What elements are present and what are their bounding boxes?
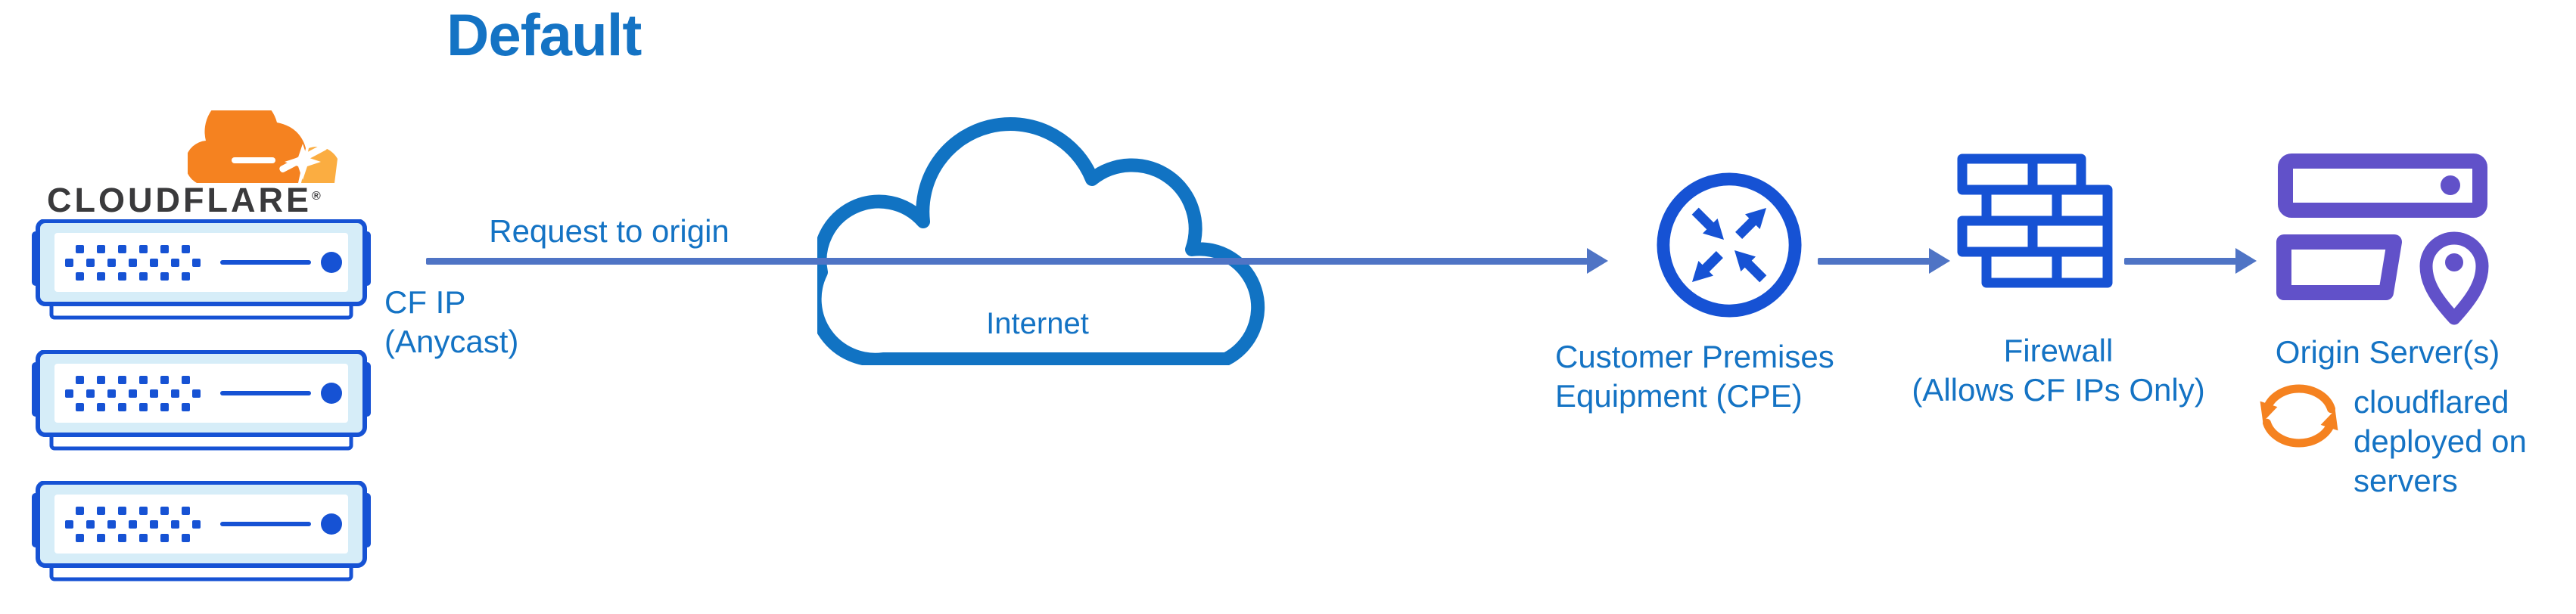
request-to-origin-label: Request to origin	[489, 213, 730, 249]
cloudflared-note-line2: deployed on	[2354, 423, 2527, 460]
firewall-label-line2: (Allows CF IPs Only)	[1912, 372, 2205, 408]
cloudflare-logo-cloud-icon	[188, 110, 339, 183]
cpe-to-firewall-arrow-line	[1818, 258, 1930, 265]
request-arrow-line	[426, 258, 1588, 265]
cf-ip-anycast-label: CF IP (Anycast)	[384, 283, 518, 361]
cloudflared-note-line3: servers	[2354, 463, 2458, 499]
cloudflared-note-line1: cloudflared	[2354, 384, 2509, 420]
edge-server-icon	[32, 481, 371, 582]
cpe-label: Customer Premises Equipment (CPE)	[1555, 337, 1834, 416]
firewall-to-origin-arrow-line	[2124, 258, 2236, 265]
cloudflare-wordmark-text: CLOUDFLARE	[47, 181, 312, 219]
cf-ip-line: CF IP	[384, 284, 466, 320]
router-arrows-icon	[1654, 170, 1804, 320]
firewall-label: Firewall (Allows CF IPs Only)	[1892, 331, 2225, 410]
cpe-label-line1: Customer Premises	[1555, 339, 1834, 374]
request-arrow-head	[1587, 248, 1608, 274]
firewall-to-origin-arrow-head	[2235, 248, 2257, 274]
origin-servers-pin-icon	[2272, 147, 2499, 333]
edge-server-icon	[32, 350, 371, 451]
internet-label: Internet	[986, 307, 1089, 340]
cpe-label-line2: Equipment (CPE)	[1555, 378, 1803, 414]
registered-mark: ®	[311, 190, 321, 203]
brick-wall-icon	[1957, 154, 2113, 302]
anycast-line: (Anycast)	[384, 324, 519, 360]
firewall-label-line1: Firewall	[2003, 333, 2114, 368]
cloudflare-wordmark: CLOUDFLARE®	[47, 183, 321, 217]
internet-cloud-icon	[817, 110, 1271, 365]
edge-server-icon	[32, 219, 371, 321]
cpe-to-firewall-arrow-head	[1929, 248, 1950, 274]
origin-servers-label: Origin Server(s)	[2275, 334, 2500, 370]
diagram-title: Default	[446, 2, 642, 68]
cloudflared-note: cloudflared deployed on servers	[2354, 383, 2527, 501]
sync-arrows-icon	[2254, 380, 2344, 451]
